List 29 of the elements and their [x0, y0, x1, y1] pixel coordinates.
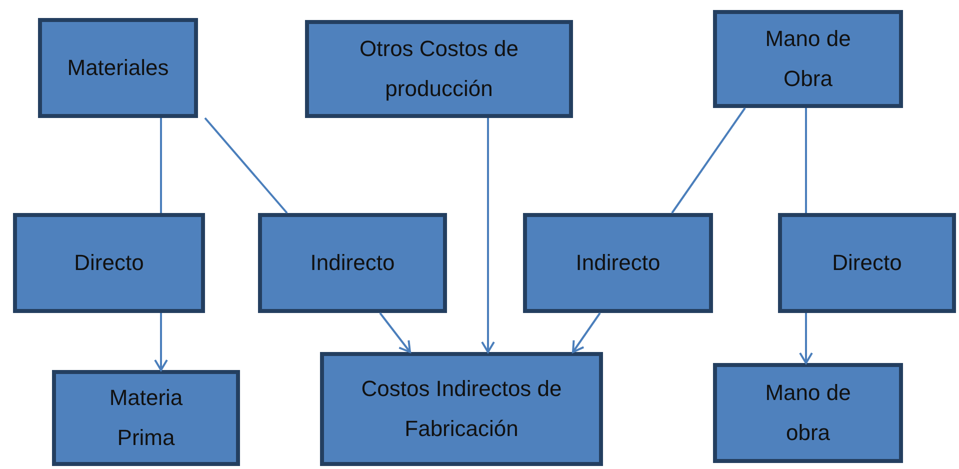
category-box	[713, 10, 903, 108]
box-label: Directo	[73, 249, 145, 277]
connector-line	[805, 108, 807, 213]
box-label: Indirecto	[309, 249, 396, 277]
result-box	[320, 352, 603, 466]
type-box	[523, 213, 713, 313]
box-label: Mano de obra	[764, 379, 852, 447]
type-box	[13, 213, 205, 313]
box-label: Otros Costos de producción	[358, 35, 520, 103]
box-label: Indirecto	[574, 249, 662, 277]
result-box	[52, 370, 240, 466]
arrow	[572, 312, 601, 353]
category-box	[38, 18, 198, 118]
result-box	[713, 363, 903, 463]
arrow	[481, 118, 495, 353]
box-label: Mano de Obra	[764, 25, 852, 93]
connector-line	[204, 117, 288, 214]
arrow	[379, 312, 411, 353]
type-box	[778, 213, 956, 313]
box-label: Costos Indirectos de Fabricación	[360, 375, 563, 443]
category-box	[305, 20, 573, 118]
box-label: Materia Prima	[108, 384, 184, 452]
arrow	[799, 313, 813, 364]
type-box	[258, 213, 447, 313]
connector-line	[671, 107, 746, 214]
connector-line	[160, 118, 162, 213]
arrow	[154, 313, 168, 371]
box-label: Materiales	[66, 54, 170, 82]
box-label: Directo	[831, 249, 903, 277]
